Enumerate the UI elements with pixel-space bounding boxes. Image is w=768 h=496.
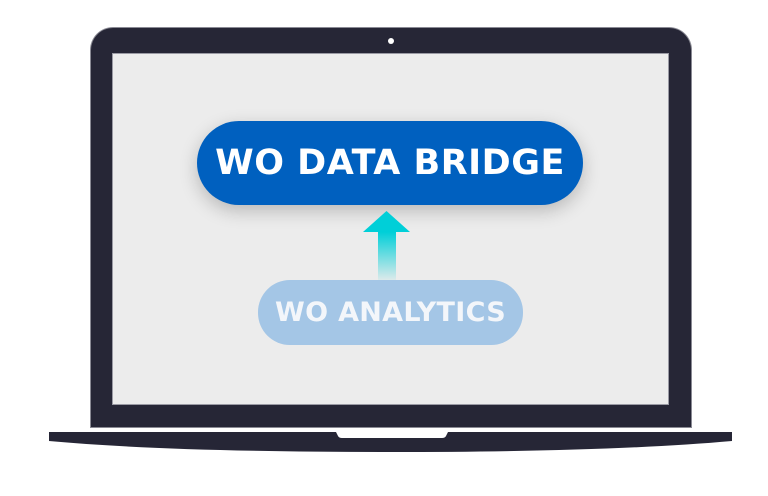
wo-analytics-label: WO ANALYTICS [275, 297, 506, 328]
laptop-screen: WO DATA BRIDGE WO ANALYTICS [113, 54, 668, 404]
webcam-icon [388, 38, 394, 44]
wo-data-bridge-label: WO DATA BRIDGE [215, 143, 565, 183]
arrow-up-icon [363, 211, 410, 281]
laptop-base [49, 432, 732, 452]
wo-analytics-button[interactable]: WO ANALYTICS [258, 280, 523, 345]
wo-data-bridge-button[interactable]: WO DATA BRIDGE [197, 121, 583, 205]
